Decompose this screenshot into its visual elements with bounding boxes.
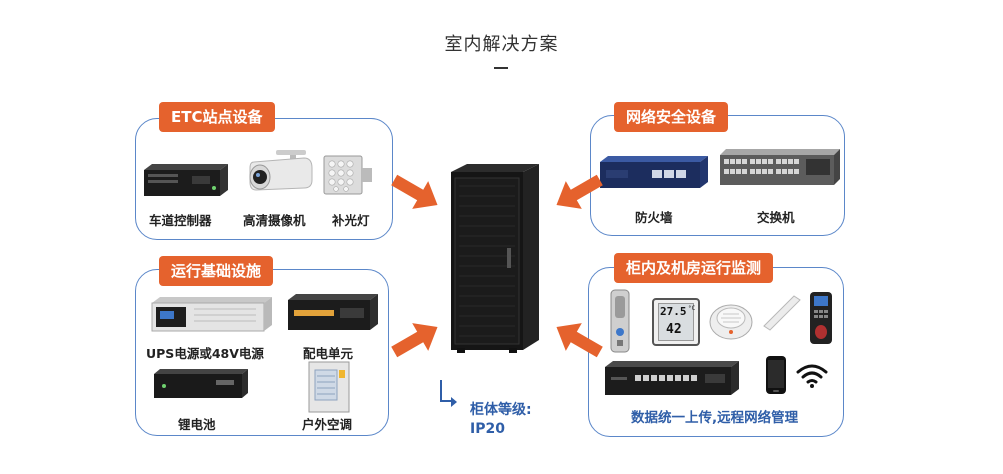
monitoring-tag: 柜内及机房运行监测: [614, 253, 774, 283]
hd-camera-icon: [249, 150, 313, 191]
cabinet-level-label: 柜体等级:: [470, 402, 532, 418]
switch-label: 交换机: [757, 210, 795, 225]
fill-light-icon: [323, 155, 372, 195]
hd-camera-label: 高清摄像机: [243, 213, 306, 228]
level-arrow-tip: [451, 397, 457, 407]
temperature-value: 27.5: [660, 305, 687, 318]
monitoring-panel: [588, 267, 844, 437]
firewall-icon: [600, 156, 708, 188]
humidity-value: 42: [666, 322, 682, 337]
thermo-hygrometer-icon: 27.5 °C 42: [652, 298, 700, 346]
arrow-infrastructure-to-cabinet: [391, 323, 438, 358]
firewall-label: 防火墙: [635, 210, 673, 225]
outdoor-ac-icon: [308, 361, 350, 413]
lithium-battery-label: 锂电池: [178, 417, 216, 432]
outdoor-ac-label: 户外空调: [302, 417, 353, 432]
arrow-network-to-cabinet: [556, 174, 603, 209]
title-divider: [494, 67, 508, 69]
lane-controller-label: 车道控制器: [149, 213, 212, 228]
ups-power-label: UPS电源或48V电源: [146, 346, 264, 361]
lithium-battery-icon: [154, 369, 248, 398]
infrastructure-tag: 运行基础设施: [159, 256, 274, 286]
switch-icon: [720, 149, 840, 185]
fill-light-label: 补光灯: [332, 213, 370, 228]
lane-controller-icon: [144, 164, 228, 196]
arrow-etc-to-cabinet: [391, 174, 438, 209]
page-title: 室内解决方案: [444, 34, 559, 55]
arrow-monitoring-to-cabinet: [556, 323, 603, 358]
ups-power-icon: [151, 297, 272, 332]
power-distribution-icon: [288, 294, 378, 330]
server-cabinet-icon: [451, 164, 539, 353]
cabinet-level-value: IP20: [470, 421, 505, 437]
level-connector: [440, 380, 452, 402]
temperature-unit: °C: [688, 305, 696, 312]
fingerprint-reader-icon: [810, 292, 832, 344]
monitoring-footer-label: 数据统一上传,远程网络管理: [631, 410, 799, 426]
monitor-host-icon: [605, 361, 739, 395]
smartphone-icon: [766, 356, 786, 394]
network-security-tag: 网络安全设备: [614, 102, 729, 132]
etc-equipment-tag: ETC站点设备: [159, 102, 275, 132]
water-sensor-icon: [763, 295, 801, 331]
door-lock-icon: [610, 289, 630, 353]
smoke-detector-icon: [709, 304, 753, 340]
wifi-icon: [796, 364, 828, 388]
power-distribution-label: 配电单元: [303, 346, 354, 361]
